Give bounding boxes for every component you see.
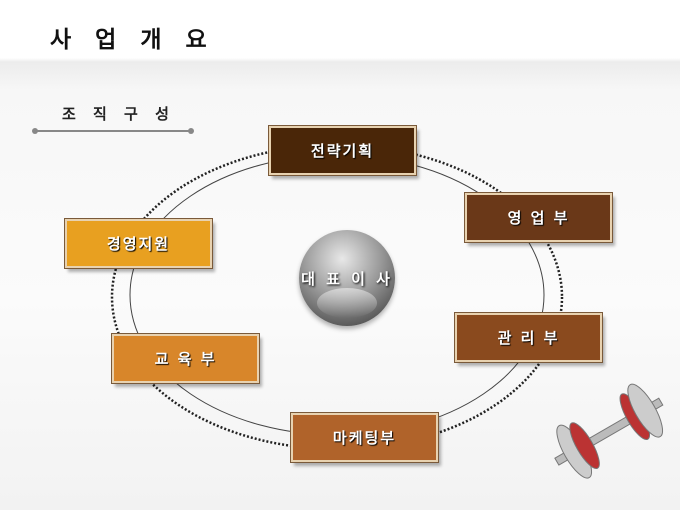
dept-label: 전략기획 [310,142,375,160]
ceo-label: 대 표 이 사 [301,269,393,288]
dept-marketing: 마케팅부 [290,412,439,463]
dept-sales: 영 업 부 [464,192,613,243]
dept-education: 교 육 부 [111,333,260,384]
ceo-node: 대 표 이 사 [299,230,395,326]
dept-label: 영 업 부 [507,209,570,227]
dumbbell-image [554,383,664,479]
dept-management: 관 리 부 [454,312,603,363]
dept-strategy: 전략기획 [268,125,417,176]
section-title: 조 직 구 성 [62,105,175,123]
dept-label: 교 육 부 [154,350,217,368]
dept-support: 경영지원 [64,218,213,269]
page-title: 사 업 개 요 [50,27,215,53]
dept-label: 관 리 부 [497,329,560,347]
section-underline [32,128,194,134]
dept-label: 마케팅부 [332,429,397,447]
dept-label: 경영지원 [106,235,171,253]
